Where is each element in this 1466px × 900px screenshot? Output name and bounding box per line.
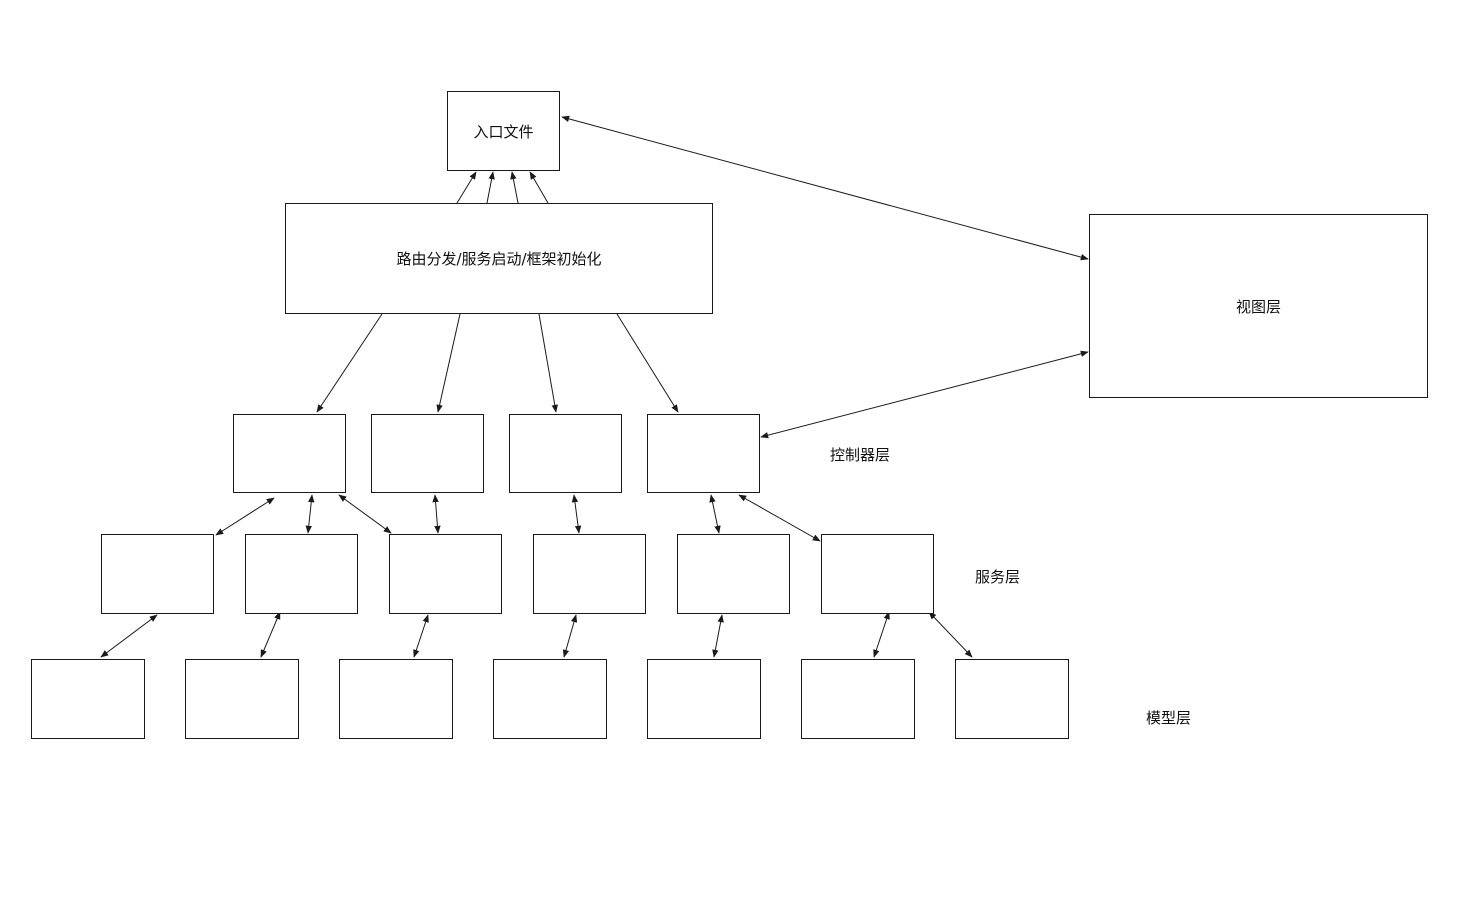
- service-node[interactable]: [245, 534, 358, 614]
- arrow-service6-model6: [873, 611, 890, 658]
- arrow-controller1-service3: [338, 494, 392, 534]
- controller-node[interactable]: [233, 414, 346, 493]
- arrow-router-to-entry-1: [456, 171, 477, 204]
- model-node[interactable]: [31, 659, 145, 739]
- service-node[interactable]: [677, 534, 790, 614]
- entry-file-node[interactable]: 入口文件: [447, 91, 560, 171]
- controller-node[interactable]: [371, 414, 484, 493]
- arrow-service5-model5: [712, 614, 724, 658]
- model-layer-label: 模型层: [1146, 709, 1192, 727]
- service-node[interactable]: [533, 534, 646, 614]
- arrow-service1-model1: [100, 614, 158, 658]
- arrow-controller3-service4: [571, 494, 582, 534]
- arrow-service2-model2: [260, 611, 281, 658]
- arrow-router-to-controller-3: [538, 313, 558, 413]
- service-node[interactable]: [101, 534, 214, 614]
- model-node[interactable]: [493, 659, 607, 739]
- model-node[interactable]: [339, 659, 453, 739]
- arrow-view-controller: [760, 350, 1089, 439]
- controller-node[interactable]: [647, 414, 760, 493]
- model-node[interactable]: [647, 659, 761, 739]
- arrow-controller1-service2: [305, 494, 315, 534]
- arrow-router-to-entry-4: [529, 171, 549, 204]
- arrow-router-to-entry-3: [510, 171, 519, 204]
- view-layer-node[interactable]: 视图层: [1089, 214, 1428, 398]
- arrow-router-to-controller-1: [316, 313, 383, 413]
- service-layer-label: 服务层: [975, 568, 1021, 586]
- view-layer-label: 视图层: [1235, 297, 1281, 316]
- router-bootstrap-label: 路由分发/服务启动/框架初始化: [396, 250, 602, 268]
- arrow-service3-model3: [413, 614, 429, 658]
- model-node[interactable]: [955, 659, 1069, 739]
- arrow-service4-model4: [562, 614, 578, 658]
- arrow-controller1-service1: [215, 497, 275, 536]
- arrow-router-to-controller-2: [436, 313, 461, 413]
- arrow-router-to-entry-2: [486, 171, 495, 204]
- controller-layer-label: 控制器层: [830, 446, 891, 464]
- arrow-router-to-controller-4: [616, 313, 679, 413]
- arrow-controller2-service3: [432, 494, 441, 534]
- arrow-controller4-service5: [709, 494, 721, 534]
- service-node[interactable]: [821, 534, 934, 614]
- router-bootstrap-node[interactable]: 路由分发/服务启动/框架初始化: [285, 203, 713, 314]
- model-node[interactable]: [185, 659, 299, 739]
- controller-node[interactable]: [509, 414, 622, 493]
- arrow-controller4-service6: [738, 494, 821, 542]
- model-node[interactable]: [801, 659, 915, 739]
- arrow-entry-view: [561, 115, 1089, 261]
- arrow-service6-model7: [928, 611, 973, 658]
- entry-file-label: 入口文件: [473, 122, 534, 141]
- service-node[interactable]: [389, 534, 502, 614]
